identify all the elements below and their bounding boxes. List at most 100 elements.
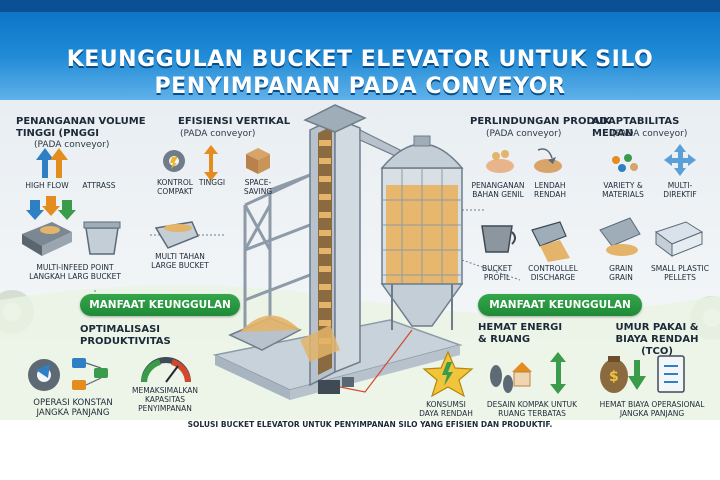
compact-line-1: DESAIN KOMPAK UNTUK (486, 400, 578, 409)
title-line-1: KEUNGGULAN BUCKET ELEVATOR UNTUK SILO (66, 47, 654, 72)
grain-scoop-icon (599, 217, 641, 256)
multi-line-2: DIREKTIF (663, 190, 697, 199)
label-multi-infeed: MULTI-INFEED POINT LANGKAH LARG BUCKET (8, 263, 142, 281)
label-constant-operation: OPERASI KONSTAN JANGKA PANJANG (18, 398, 128, 418)
page-title: KEUNGGULAN BUCKET ELEVATOR UNTUK SILO PE… (20, 46, 700, 100)
compact-house-icon (512, 362, 532, 387)
cap-line-3: PENYIMPANAN (138, 404, 192, 413)
profile-line-2: PROFIL (483, 273, 511, 282)
process-gear-icon (28, 359, 60, 391)
energy-title-line-2: & RUANG (478, 334, 531, 345)
pellets-line-1: SMALL PLASTIC (651, 264, 709, 273)
productivity-title-line-1: OPTIMALISASI (80, 324, 161, 335)
grain-line-2: GRAIN (609, 273, 633, 282)
volume-title-line-2: TINGGI (PNGGI (16, 128, 99, 139)
gentle-hand-icon (486, 150, 514, 173)
capacity-gauge-icon (141, 357, 191, 383)
footprint-icon (490, 365, 513, 393)
space-line-2: SAVING (243, 187, 273, 196)
vertical-subtitle: (PADA conveyor) (180, 129, 256, 139)
kontrol-line-1: KONTROL (157, 178, 193, 187)
adapt-subtitle: (PADA conveyor) (612, 129, 688, 139)
multi-infeed-line-2: LANGKAH LARG BUCKET (29, 272, 121, 281)
pellets-line-2: PELLETS (664, 273, 696, 282)
ops-line-1: OPERASI KONSTAN (33, 398, 113, 408)
label-attrass: ATTRASS (82, 181, 116, 190)
label-bucket-profile: BUCKET PROFIL (474, 264, 520, 282)
workflow-icon (72, 358, 108, 390)
benefits-ribbon-left: MANFAAT KEUNGGULAN (80, 294, 240, 316)
high-flow-arrows-icon (36, 148, 68, 178)
profile-line-1: BUCKET (481, 264, 513, 273)
space-saving-box-icon (246, 148, 270, 174)
multi-line-1: MULTI- (667, 181, 693, 190)
benefits-ribbon-right: MANFAAT KEUNGGULAN (478, 294, 642, 316)
energy-title: HEMAT ENERGI & RUANG (478, 322, 562, 346)
svg-text:$: $ (609, 369, 619, 385)
steel-frame (243, 173, 311, 330)
power-line-2: DAYA RENDAH (419, 409, 473, 418)
variety-line-2: MATERIALS (602, 190, 644, 199)
large-bucket-icon (83, 221, 121, 255)
bucket-profile-icon (481, 225, 516, 253)
bucket-line-2: LARGE BUCKET (151, 261, 209, 270)
bucket-elevator-tower (228, 104, 401, 387)
power-line-1: KONSUMSI (426, 400, 466, 409)
productivity-title-line-2: PRODUKTIVITAS (80, 336, 171, 347)
label-plastic-pellets: SMALL PLASTIC PELLETS (644, 264, 716, 282)
label-space-saving: SPACE- SAVING (238, 178, 278, 196)
lifetime-title: UMUR PAKAI & BIAYA RENDAH (TCO) (598, 322, 716, 358)
low-line-2: RENDAH (534, 190, 566, 199)
label-high-flow: HIGH FLOW (25, 181, 69, 190)
productivity-title: OPTIMALISASI PRODUKTIVITAS (80, 324, 171, 348)
volume-subtitle: (PADA conveyor) (34, 140, 110, 150)
label-low-power: KONSUMSI DAYA RENDAH (410, 400, 482, 418)
space-line-1: SPACE- (244, 178, 272, 187)
lifetime-title-line-1: UMUR PAKAI & (615, 322, 699, 333)
adapt-section-title: ADAPTABILITAS MEDAN (592, 116, 680, 139)
label-gentle-handling: PENANGANAN BAHAN GENIL (468, 181, 528, 199)
footer-caption: SOLUSI BUCKET ELEVATOR UNTUK PENYIMPANAN… (187, 420, 553, 429)
gear-control-icon (163, 150, 185, 172)
cap-line-2: KAPASITAS (145, 395, 185, 404)
title-line-2: PENYIMPANAN PADA CONVEYOR (154, 74, 566, 99)
volume-title-line-1: PENANGANAN VOLUME (16, 116, 146, 127)
label-max-capacity: MEMAKSIMALKAN KAPASITAS PENYIMPANAN (128, 386, 202, 413)
label-low-drop: LENDAH RENDAH (528, 181, 572, 199)
label-operational-savings: HEMAT BIAYA OPERASIONAL JANGKA PANJANG (588, 400, 716, 418)
footer-area (0, 420, 720, 480)
header-top-bar (0, 0, 720, 12)
money-bag-icon: $ (600, 356, 628, 393)
variety-materials-icon (612, 154, 638, 172)
label-controlled-discharge: CONTROLLEL DISCHARGE (522, 264, 584, 282)
gentle-line-1: PENANGANAN (471, 181, 525, 190)
cap-line-1: MEMAKSIMALKAN (131, 386, 198, 395)
plastic-pellets-icon (654, 221, 704, 257)
cost-line-1: HEMAT BIAYA OPERASIONAL (599, 400, 705, 409)
protection-subtitle: (PADA conveyor) (486, 129, 562, 139)
header-banner: KEUNGGULAN BUCKET ELEVATOR UNTUK SILO PE… (0, 0, 720, 100)
down-arrow-icon (628, 360, 646, 390)
intake-arrows-icon (26, 196, 76, 220)
energy-title-line-1: HEMAT ENERGI (478, 322, 563, 333)
energy-star-icon (422, 350, 474, 398)
low-line-1: LENDAH (534, 181, 566, 190)
gentle-line-2: BAHAN GENIL (472, 190, 524, 199)
label-variety-materials: VARIETY & MATERIALS (596, 181, 650, 199)
controlled-discharge-icon (531, 221, 570, 262)
label-compact-design: DESAIN KOMPAK UNTUK RUANG TERBATAS (480, 400, 584, 418)
checklist-icon (657, 355, 685, 393)
compact-line-2: RUANG TERBATAS (498, 409, 566, 418)
height-arrow-icon (204, 145, 218, 181)
volume-section-title: PENANGANAN VOLUME TINGGI (PNGGI (16, 116, 166, 140)
variety-line-1: VARIETY & (603, 181, 643, 190)
label-grain: GRAIN GRAIN (600, 264, 642, 282)
label-tinggi: TINGGI (198, 178, 226, 187)
label-large-bucket: MULTI TAHAN LARGE BUCKET (148, 252, 212, 270)
up-down-arrow-icon (550, 352, 566, 394)
protection-section-title: PERLINDUNGAN PRODUK (470, 116, 611, 127)
vertical-section-title: EFISIENSI VERTIKAL (178, 116, 291, 127)
lifetime-title-line-2: BIAYA RENDAH (TCO) (615, 334, 699, 357)
multi-direction-arrows-icon (664, 144, 696, 176)
